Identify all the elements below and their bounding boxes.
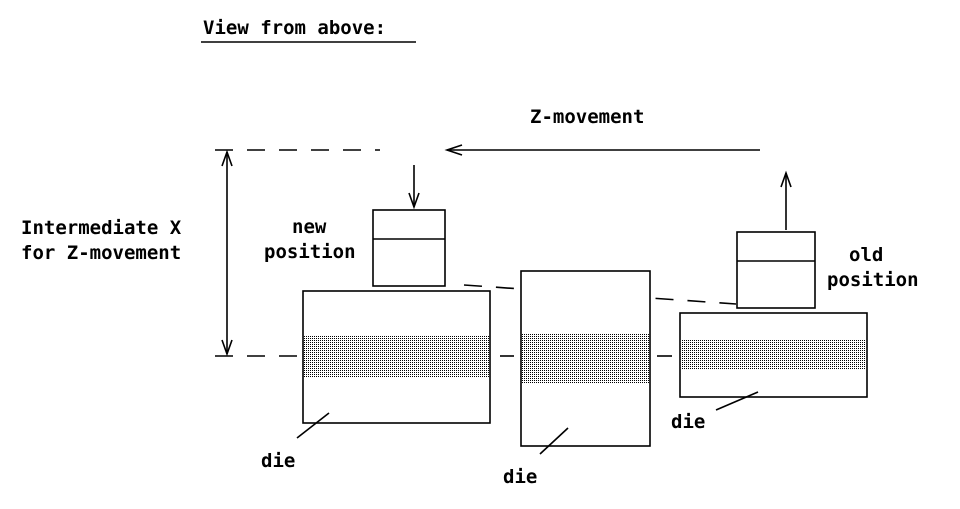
die-middle-shaded-band	[522, 333, 649, 384]
intermediate-x-label-line2: for Z-movement	[21, 242, 181, 264]
die-left-label: die	[261, 450, 295, 472]
z-movement-arrowhead	[444, 144, 463, 156]
die-middle-leader-line	[539, 427, 569, 455]
diagram-title: View from above:	[203, 17, 386, 39]
die-right-leader-line	[715, 391, 759, 411]
intermediate-x-arrowhead-bottom	[221, 339, 233, 357]
intermediate-x-arrowhead-top	[221, 149, 233, 167]
z-movement-label: Z-movement	[530, 106, 644, 128]
old-position-tool	[736, 231, 816, 309]
die-right-label: die	[671, 411, 705, 433]
die-left-shaded-band	[304, 336, 489, 377]
die-right-shaded-band	[681, 340, 866, 370]
new-position-label-line2: position	[264, 241, 356, 263]
old-position-label-line1: old	[849, 244, 883, 266]
new-position-down-arrowhead	[408, 192, 420, 210]
new-position-tool	[372, 209, 446, 287]
old-position-up-arrowhead	[780, 170, 792, 188]
old-position-label-line2: position	[827, 269, 919, 291]
intermediate-x-label-line1: Intermediate X	[21, 217, 182, 239]
die-middle-label: die	[503, 466, 537, 488]
die-left-leader-line	[296, 412, 330, 439]
new-position-label-line1: new	[292, 216, 327, 238]
